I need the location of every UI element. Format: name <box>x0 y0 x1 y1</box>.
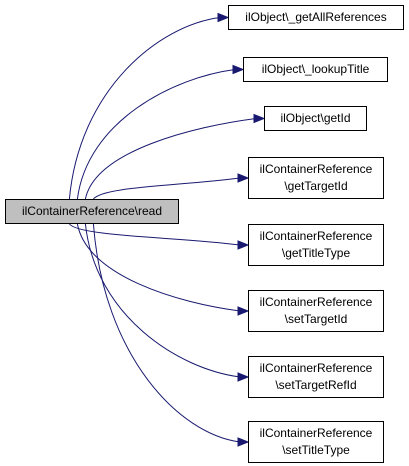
edge-to-getTitleType <box>69 223 241 246</box>
node-ilobject-lookuptitle[interactable]: ilObject\_lookupTitle <box>243 57 388 82</box>
node-label-line-1: ilContainerReference <box>259 295 373 309</box>
node-ilcontainerreference-gettitletype[interactable]: ilContainerReference \getTitleType <box>248 224 384 266</box>
node-label-line-2: \getTitleType <box>281 246 351 260</box>
arrowhead-getAllReferences <box>217 12 230 23</box>
node-ilcontainerreference-gettargetid[interactable]: ilContainerReference \getTargetId <box>248 157 384 199</box>
node-label-line-1: ilContainerReference <box>259 426 373 440</box>
edge-to-setTargetRefId <box>84 223 241 378</box>
call-graph-edges <box>68 12 266 447</box>
node-label: ilObject\_getAllReferences <box>245 10 387 24</box>
arrowhead-getTargetId <box>237 173 250 183</box>
node-ilobject-getid[interactable]: ilObject\getId <box>264 106 367 131</box>
arrowhead-lookupTitle <box>232 64 245 75</box>
node-label: ilContainerReference\read <box>21 204 163 218</box>
node-label: ilObject\getId <box>280 111 351 125</box>
node-ilcontainerreference-settargetrefid[interactable]: ilContainerReference \setTargetRefId <box>248 356 384 398</box>
arrowhead-setTargetId <box>237 306 250 316</box>
node-label-line-1: ilContainerReference <box>259 162 373 176</box>
node-label-line-2: \setTargetRefId <box>275 378 357 392</box>
edge-to-getId <box>84 118 257 200</box>
edge-to-setTargetId <box>76 223 241 312</box>
edge-to-getAllReferences <box>68 17 221 200</box>
arrowhead-setTargetRefId <box>237 372 250 382</box>
node-ilcontainerreference-settargetid[interactable]: ilContainerReference \setTargetId <box>248 290 384 332</box>
arrowhead-getId <box>253 113 266 124</box>
edge-to-setTitleType <box>92 223 241 443</box>
node-label-line-2: \setTargetId <box>284 312 348 326</box>
node-root-ilcontainerreference-read[interactable]: ilContainerReference\read <box>5 199 179 224</box>
node-label: ilObject\_lookupTitle <box>261 62 370 76</box>
node-label-line-1: ilContainerReference <box>259 361 373 375</box>
node-label-line-2: \getTargetId <box>284 179 348 193</box>
node-label-line-2: \setTitleType <box>282 443 350 457</box>
arrowhead-setTitleType <box>237 437 250 447</box>
arrowhead-getTitleType <box>237 240 250 250</box>
node-ilobject-getallreferences[interactable]: ilObject\_getAllReferences <box>228 5 404 30</box>
edge-to-getTargetId <box>93 177 241 200</box>
node-label-line-1: ilContainerReference <box>259 229 373 243</box>
node-ilcontainerreference-settitletype[interactable]: ilContainerReference \setTitleType <box>248 421 384 463</box>
edge-to-lookupTitle <box>76 69 236 200</box>
